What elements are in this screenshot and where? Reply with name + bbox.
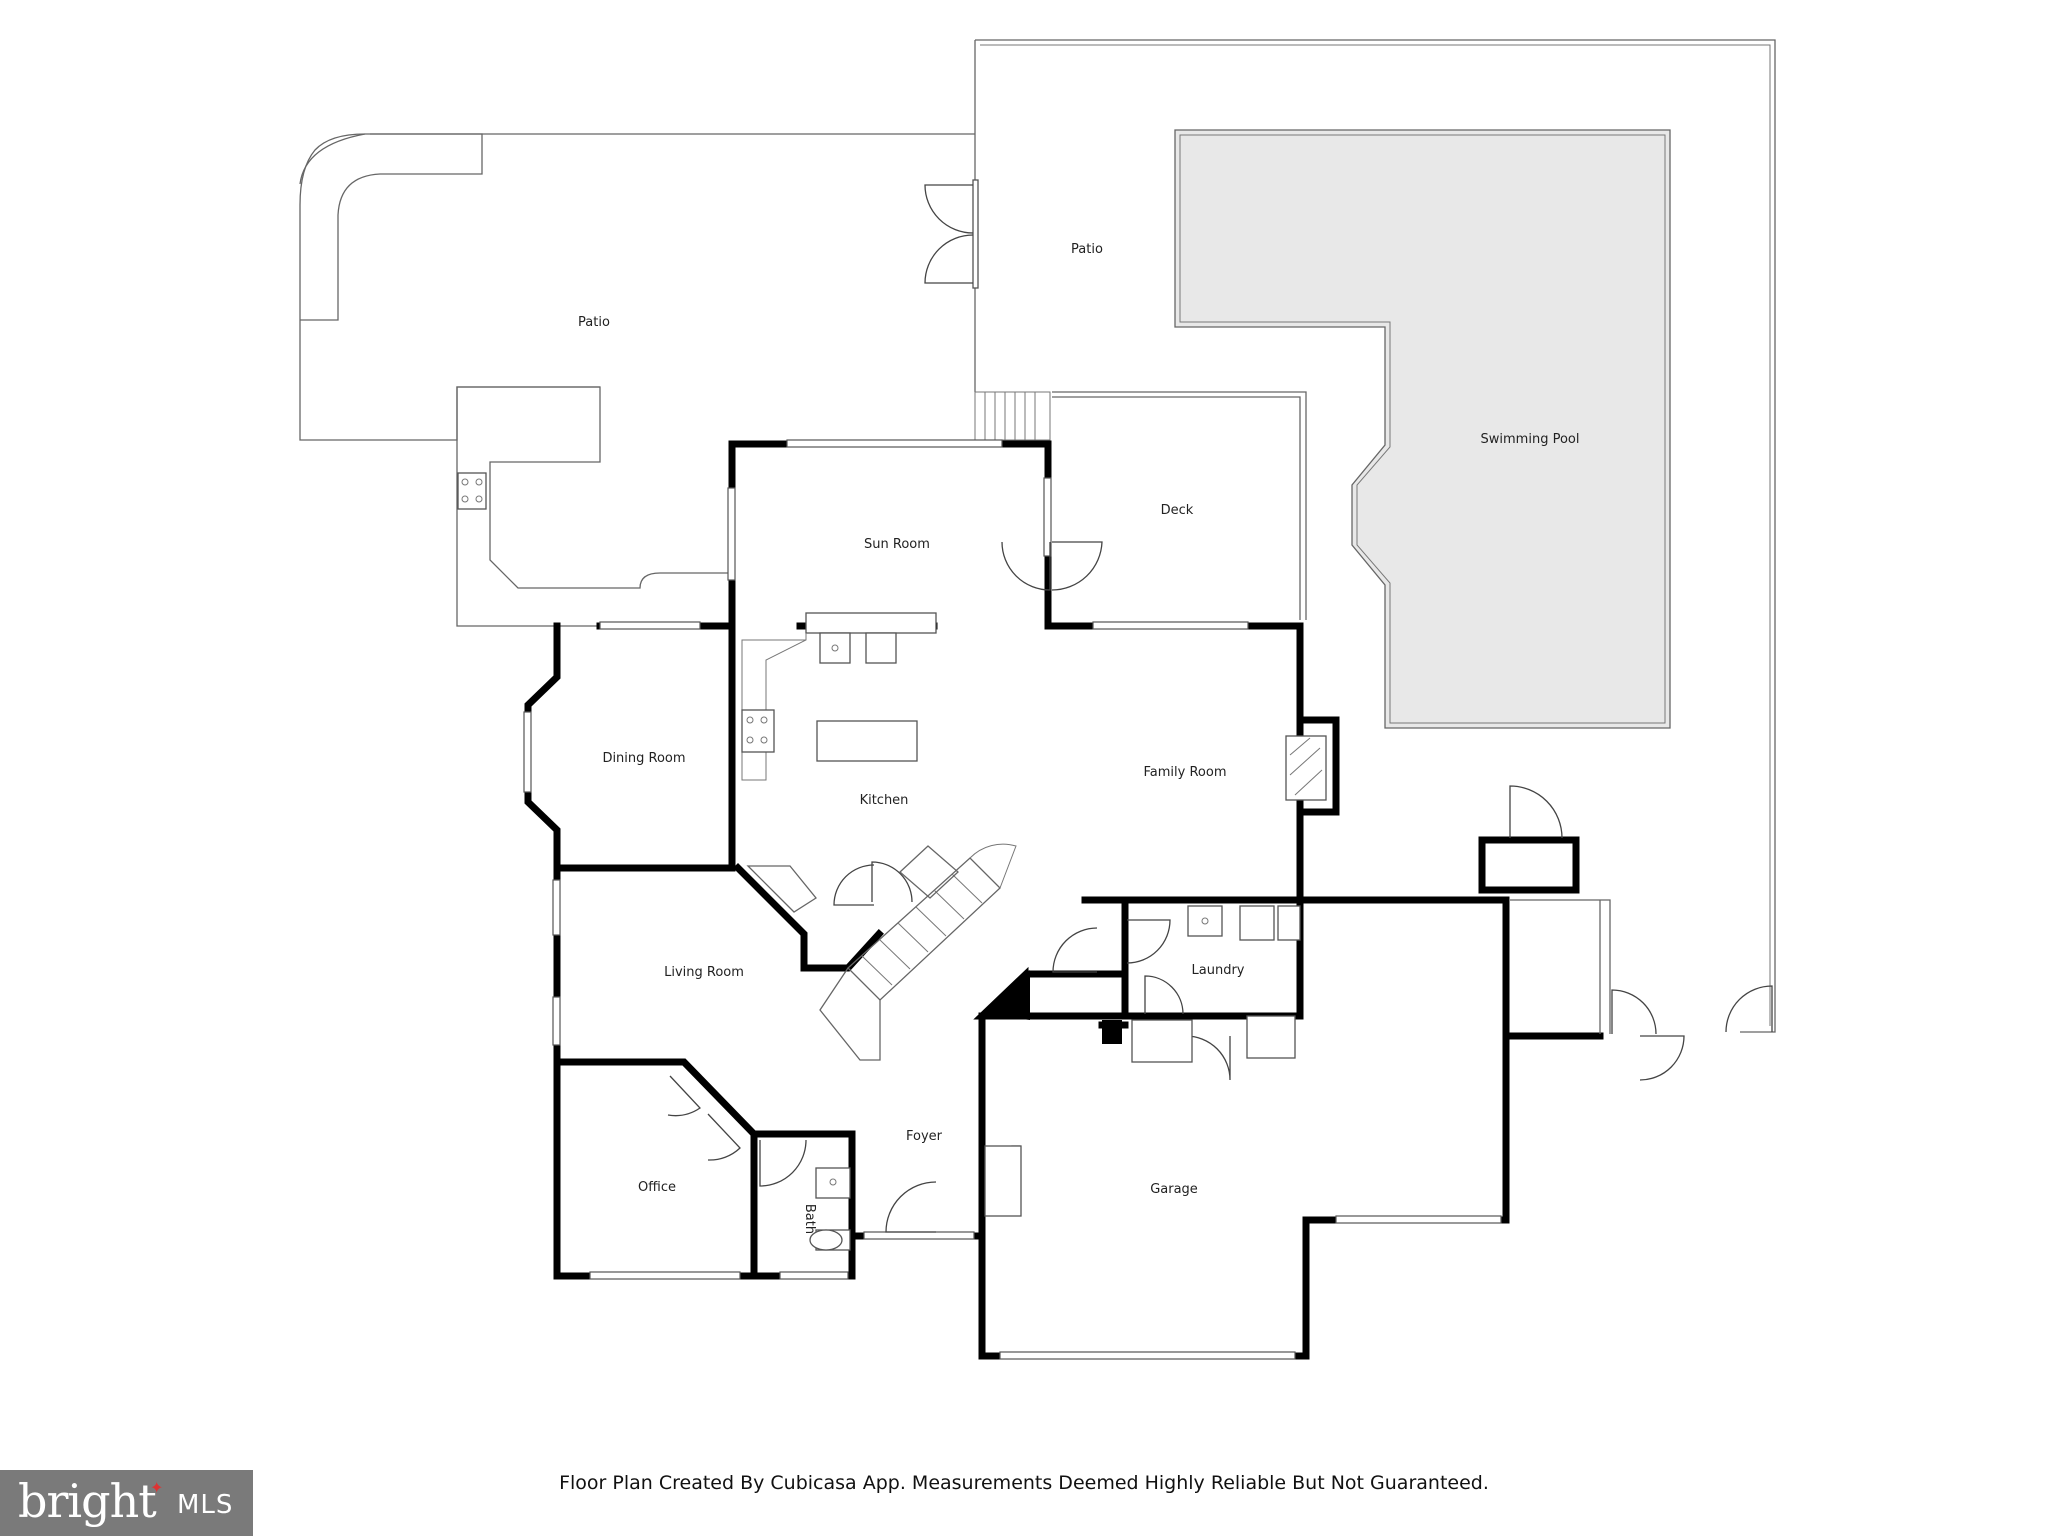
deck-outline bbox=[1052, 391, 1307, 620]
label-laundry: Laundry bbox=[1192, 963, 1245, 978]
laundry-fixtures bbox=[1131, 905, 1301, 1063]
kitchen-island bbox=[816, 720, 918, 762]
bright-mls-logo: bright ✦ MLS bbox=[0, 1470, 253, 1536]
room-labels: Patio Patio Swimming Pool Sun Room Deck … bbox=[578, 242, 1579, 1234]
logo-star-icon: ✦ bbox=[150, 1478, 164, 1497]
label-sun-room: Sun Room bbox=[864, 537, 930, 552]
label-living-room: Living Room bbox=[664, 965, 744, 980]
swimming-pool bbox=[1174, 129, 1671, 729]
patio-west-outline bbox=[299, 133, 975, 441]
garage-corner-fill bbox=[982, 970, 1030, 1020]
label-deck: Deck bbox=[1161, 503, 1194, 518]
label-foyer: Foyer bbox=[906, 1129, 943, 1144]
footer-disclaimer: Floor Plan Created By Cubicasa App. Meas… bbox=[559, 1472, 1489, 1494]
storage-closet bbox=[1510, 899, 1611, 1034]
patio-doors bbox=[924, 179, 979, 289]
label-kitchen: Kitchen bbox=[860, 793, 909, 808]
garage-post bbox=[1102, 1020, 1122, 1044]
logo-name: bright bbox=[18, 1474, 157, 1528]
bath-fixtures bbox=[809, 1167, 851, 1251]
label-office: Office bbox=[638, 1180, 676, 1195]
deck-stairs bbox=[974, 391, 1051, 441]
label-family-room: Family Room bbox=[1144, 765, 1227, 780]
label-dining-room: Dining Room bbox=[602, 751, 685, 766]
patio-west-bench bbox=[299, 133, 483, 321]
label-patio-west: Patio bbox=[578, 315, 610, 330]
kitchen-fixtures bbox=[741, 612, 937, 781]
pool-coping bbox=[1179, 134, 1666, 724]
main-stairs bbox=[746, 843, 1017, 1061]
label-bath: Bath bbox=[802, 1204, 817, 1234]
patio-east-inner bbox=[980, 44, 1771, 1026]
label-swimming-pool: Swimming Pool bbox=[1481, 432, 1580, 447]
garage-fixture bbox=[984, 1145, 1022, 1217]
logo-suffix: MLS bbox=[177, 1490, 234, 1520]
patio-west-bar bbox=[456, 386, 731, 627]
grill bbox=[457, 472, 487, 510]
fireplace bbox=[1285, 735, 1327, 801]
label-patio-east: Patio bbox=[1071, 242, 1103, 257]
doors bbox=[667, 541, 1773, 1233]
label-garage: Garage bbox=[1150, 1182, 1198, 1197]
